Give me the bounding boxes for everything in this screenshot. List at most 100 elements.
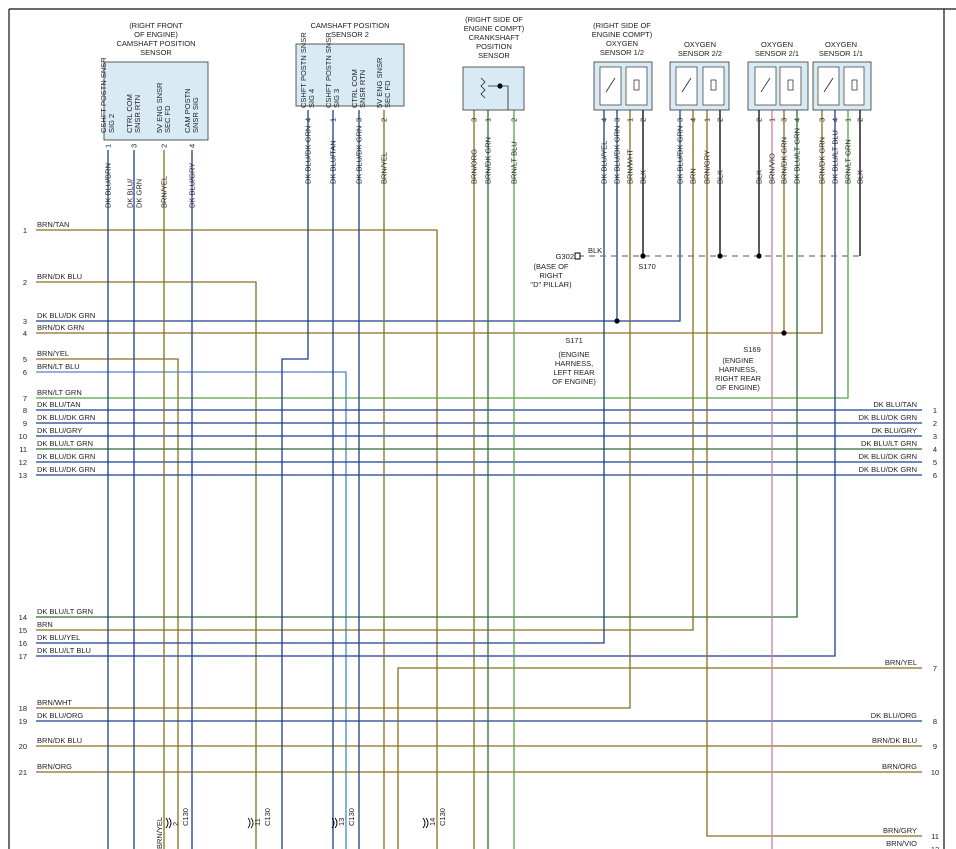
right-wire-12: BRN/VIO	[886, 839, 917, 848]
o2-heater-cell-0	[599, 66, 622, 106]
c130-pin-11: 11	[253, 818, 262, 826]
left-wire-9: DK BLU/DK GRN	[37, 413, 95, 422]
o2_12-title-line: ENGINE COMPT)	[592, 30, 653, 39]
left-wire-11: DK BLU/LT GRN	[37, 439, 93, 448]
left-wire-4: BRN/DK GRN	[37, 323, 84, 332]
ckp-node-dot	[497, 83, 503, 89]
wire-brn-lt-grn	[36, 110, 849, 399]
c130-label: C130	[347, 808, 356, 826]
left-pin-10: 10	[19, 432, 27, 441]
ckp-wire-label: BRN/LT BLU	[510, 141, 519, 184]
ckp-coil-icon	[480, 77, 486, 99]
left-wire-18: BRN/WHT	[37, 698, 72, 707]
left-pin-8: 8	[23, 406, 27, 415]
cmp2-pin-2: 2	[380, 118, 389, 122]
ckp-wire-label: BRN/ORG	[470, 149, 479, 184]
wire-brn-15	[36, 110, 694, 631]
cmp2-wire-label: DK BLU/DK GRN	[304, 126, 313, 184]
ckp-body	[462, 66, 525, 111]
right-pin-2: 2	[933, 419, 937, 428]
right-pin-5: 5	[933, 458, 937, 467]
o2_11-wire-label: BRN/LT GRN	[844, 139, 853, 184]
c130-connector-mark	[165, 817, 172, 829]
right-wire-6: DK BLU/DK GRN	[859, 465, 917, 474]
right-wire-11: BRN/GRY	[883, 826, 917, 835]
cmp_front-func2-2: SEC FD	[163, 105, 172, 133]
wires-layer	[36, 110, 922, 849]
left-pin-15: 15	[19, 626, 27, 635]
cmp2-func2-1: SIG 3	[332, 89, 341, 108]
left-pin-13: 13	[19, 471, 27, 480]
o2_22-pin-2: 2	[716, 118, 725, 122]
cmp2-func2-4: SIG 4	[307, 89, 316, 108]
o2_21-pin-2: 2	[755, 118, 764, 122]
o2_12-wire-label: DK BLU/YEL	[600, 141, 609, 184]
c130-label: C130	[181, 808, 190, 826]
c130-label: C130	[438, 808, 447, 826]
o2_11-wire-label: BRN/DK GRN	[818, 137, 827, 184]
left-wire-3: DK BLU/DK GRN	[37, 311, 95, 320]
ground-g302-symbol	[574, 252, 581, 260]
cmp2-func2-3: SNSR RTN	[358, 70, 367, 108]
wire-dk-blu-dk-grn-o2-22	[617, 110, 681, 322]
o2_11-wire-label: DK BLU/LT BLU	[831, 130, 840, 184]
o2_22-pin-1: 1	[703, 118, 712, 122]
ckp-title-line: ENGINE COMPT)	[464, 24, 525, 33]
c130-connector-mark	[247, 817, 254, 829]
left-pin-18: 18	[19, 704, 27, 713]
c130-connector-mark	[422, 817, 429, 829]
cmp_front-func2-1: SIG 2	[107, 114, 116, 133]
o2_22-wire-label: DK BLU/DK GRN	[676, 126, 685, 184]
left-wire-1: BRN/TAN	[37, 220, 69, 229]
left-wire-7: BRN/LT GRN	[37, 388, 82, 397]
o2_12-pin-1: 1	[626, 118, 635, 122]
o2-variable-resistor-icon	[760, 77, 771, 93]
right-pin-8: 8	[933, 717, 937, 726]
o2_22-wire-label: BRN	[689, 168, 698, 184]
cmp_front-title-line: CAMSHAFT POSITION	[116, 39, 195, 48]
o2_21-wire-label: DK BLU/LT GRN	[793, 128, 802, 184]
left-wire-15: BRN	[37, 620, 53, 629]
cmp_front-pin-2: 2	[160, 144, 169, 148]
o2-heater-element-icon	[851, 79, 858, 91]
s170-label: S170	[638, 262, 656, 271]
c130-pin-13: 13	[337, 818, 346, 826]
cmp_front-func-4: CAM POSTN	[183, 88, 192, 133]
c130-pin-14: 14	[428, 818, 437, 826]
o2_12-pin-2: 2	[639, 118, 648, 122]
o2_11-title-line: OXYGEN	[825, 40, 857, 49]
o2_12-wire-label: BRN/WHT	[626, 149, 635, 184]
right-pin-10: 10	[931, 768, 939, 777]
s171-desc: OF ENGINE)	[552, 377, 596, 386]
wire-brn-yel-7	[397, 667, 922, 849]
left-pin-3: 3	[23, 317, 27, 326]
right-pin-1: 1	[933, 406, 937, 415]
wire-brn-gry	[706, 110, 922, 837]
cmp2-func-4: CSHFT POSTN SNSR	[299, 32, 308, 108]
left-pin-5: 5	[23, 355, 27, 364]
g302-wire-label: BLK	[588, 246, 602, 255]
left-wire-12: DK BLU/DK GRN	[37, 452, 95, 461]
o2_21-pin-1: 1	[768, 118, 777, 122]
o2_21-wire-label: BRN/DK GRN	[780, 137, 789, 184]
cmp2-wire-label: DK BLU/DK GRN	[355, 126, 364, 184]
cmp_front-pin-3: 3	[130, 144, 139, 148]
g302-desc: RIGHT	[539, 271, 563, 280]
right-wire-2: DK BLU/DK GRN	[859, 413, 917, 422]
cmp_front-wire-label: BRN/YEL	[160, 176, 169, 208]
s171-desc: LEFT REAR	[553, 368, 595, 377]
s169-desc: RIGHT REAR	[715, 374, 762, 383]
ckp-title-line: POSITION	[476, 42, 512, 51]
cmp2-func2-2: SEC FD	[383, 80, 392, 108]
components-layer	[103, 43, 872, 829]
s169-desc: HARNESS,	[719, 365, 757, 374]
o2_21-title-line: OXYGEN	[761, 40, 793, 49]
g302-label: G302	[556, 252, 574, 261]
left-wire-20: BRN/DK BLU	[37, 736, 82, 745]
right-wire-3: DK BLU/GRY	[872, 426, 917, 435]
ckp-pin-3: 3	[470, 118, 479, 122]
o2_22-title-line: SENSOR 2/2	[678, 49, 722, 58]
o2_12-wire-label: DK BLU/DK GRN	[613, 126, 622, 184]
right-wire-9: BRN/DK BLU	[872, 736, 917, 745]
